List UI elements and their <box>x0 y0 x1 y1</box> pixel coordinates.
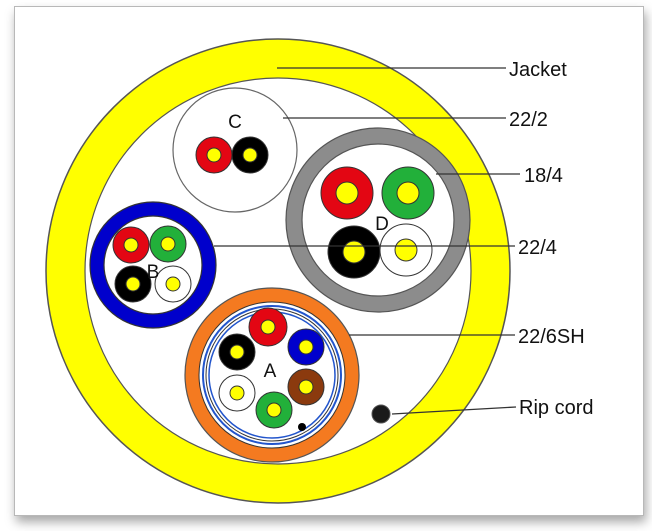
label-22-2: 22/2 <box>509 109 548 131</box>
label-ripcord: Rip cord <box>519 397 593 419</box>
subcable-a: A <box>184 287 360 463</box>
label-jacket: Jacket <box>509 59 567 81</box>
subcable-c: C <box>172 87 298 213</box>
subcable-a-label: A <box>264 361 277 382</box>
leader-lines <box>214 67 520 415</box>
subcable-c-label: C <box>228 112 242 133</box>
label-18-4: 18/4 <box>524 165 563 187</box>
subcable-b-label: B <box>147 262 160 283</box>
subcable-d: D <box>285 127 471 313</box>
label-22-6sh: 22/6SH <box>518 326 585 348</box>
leader-ripcord <box>391 406 517 415</box>
ripcord-dot <box>371 404 391 424</box>
subcable-d-label: D <box>375 214 389 235</box>
subcable-b: B <box>89 201 217 329</box>
label-22-4: 22/4 <box>518 237 557 259</box>
